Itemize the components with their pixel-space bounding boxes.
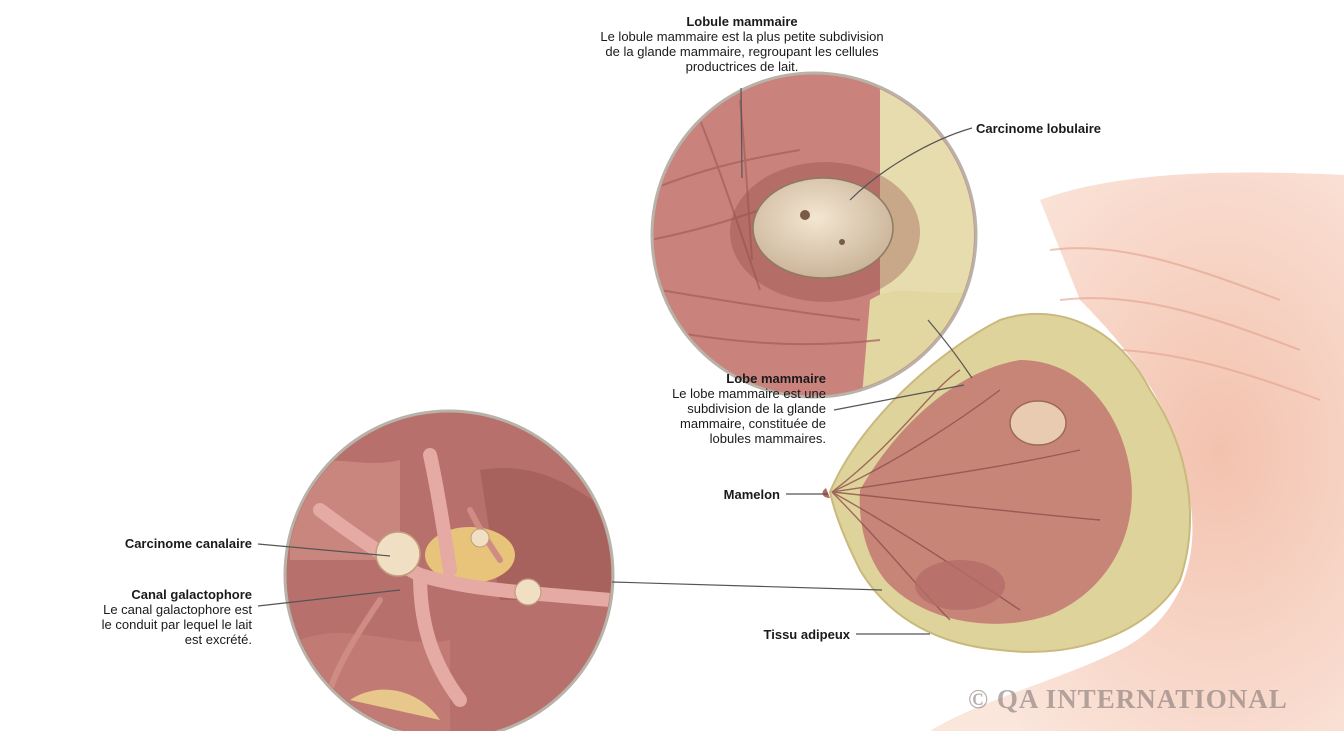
watermark: © QA INTERNATIONAL xyxy=(968,684,1288,715)
label-mamelon-title: Mamelon xyxy=(600,487,780,502)
label-lobe-desc-2: subdivision de la glande xyxy=(540,401,826,416)
label-lobe-desc-1: Le lobe mammaire est une xyxy=(540,386,826,401)
label-tissu: Tissu adipeux xyxy=(650,627,850,642)
label-carcinome-lobulaire-title: Carcinome lobulaire xyxy=(976,121,1101,136)
lobular-tumor xyxy=(753,178,893,278)
label-canal: Canal galactophore Le canal galactophore… xyxy=(2,587,252,647)
label-lobule-title: Lobule mammaire xyxy=(502,14,982,29)
label-carcinome-canalaire: Carcinome canalaire xyxy=(20,536,252,551)
label-lobe: Lobe mammaire Le lobe mammaire est une s… xyxy=(540,371,826,446)
label-tissu-title: Tissu adipeux xyxy=(650,627,850,642)
label-carcinome-canalaire-title: Carcinome canalaire xyxy=(20,536,252,551)
label-lobe-title: Lobe mammaire xyxy=(540,371,826,386)
label-lobule-desc-3: productrices de lait. xyxy=(502,59,982,74)
label-lobe-desc-3: mammaire, constituée de xyxy=(540,416,826,431)
label-canal-desc-1: Le canal galactophore est xyxy=(2,602,252,617)
canal-magnified-view xyxy=(285,411,620,731)
label-lobule-desc-1: Le lobule mammaire est la plus petite su… xyxy=(502,29,982,44)
label-lobule: Lobule mammaire Le lobule mammaire est l… xyxy=(502,14,982,74)
label-canal-desc-3: est excrété. xyxy=(2,632,252,647)
label-canal-title: Canal galactophore xyxy=(2,587,252,602)
label-lobe-desc-4: lobules mammaires. xyxy=(540,431,826,446)
label-mamelon: Mamelon xyxy=(600,487,780,502)
label-carcinome-lobulaire: Carcinome lobulaire xyxy=(976,121,1101,136)
ductal-tumor xyxy=(376,532,420,576)
breast-tumor xyxy=(1010,401,1066,445)
label-canal-desc-2: le conduit par lequel le lait xyxy=(2,617,252,632)
label-lobule-desc-2: de la glande mammaire, regroupant les ce… xyxy=(502,44,982,59)
